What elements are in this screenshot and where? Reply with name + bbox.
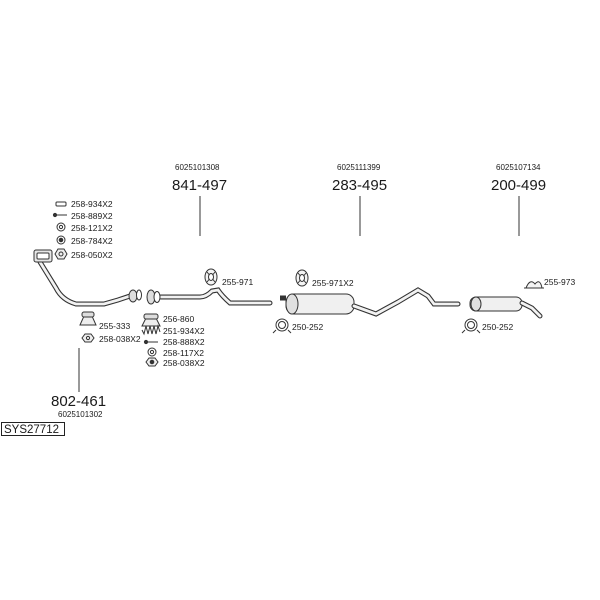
center-muffler-283-495 bbox=[280, 287, 461, 317]
part-label: 258-038X2 bbox=[99, 334, 141, 344]
part-label: 258-050X2 bbox=[71, 250, 113, 260]
downpipe-802-461 bbox=[33, 249, 142, 307]
rear-hanger-icon bbox=[524, 281, 544, 289]
oem-number: 6025111399 bbox=[337, 163, 381, 172]
clamp-icon bbox=[272, 318, 292, 334]
screw-icon bbox=[52, 212, 67, 218]
part-label: 251-934X2 bbox=[163, 326, 205, 336]
part-label: 250-252 bbox=[482, 322, 514, 332]
assembly-part-number: 200-499 bbox=[491, 177, 547, 194]
part-label: 258-117X2 bbox=[163, 348, 204, 358]
clamp-ring-icon bbox=[141, 313, 161, 327]
part-label: 258-784X2 bbox=[71, 236, 113, 246]
part-label: 255-971X2 bbox=[312, 278, 354, 288]
part-label: 255-971 bbox=[222, 277, 254, 287]
oem-number: 6025107134 bbox=[496, 163, 541, 172]
rear-muffler-200-499 bbox=[469, 296, 543, 319]
nut-icon bbox=[145, 357, 159, 367]
hanger-icon bbox=[295, 269, 309, 287]
front-hardware-icons bbox=[52, 201, 68, 260]
hanger-icon bbox=[204, 268, 218, 286]
part-label: 258-121X2 bbox=[71, 223, 113, 233]
system-code-box: SYS27712 bbox=[1, 422, 65, 436]
part-label: 255-333 bbox=[99, 321, 131, 331]
nut-icon bbox=[56, 235, 66, 245]
part-label: 256-860 bbox=[163, 314, 195, 324]
part-label: 250-252 bbox=[292, 322, 324, 332]
oem-number: 6025101308 bbox=[175, 163, 220, 172]
part-label: 258-888X2 bbox=[163, 337, 205, 347]
washer-icon bbox=[147, 347, 157, 357]
part-label: 258-038X2 bbox=[163, 358, 205, 368]
downpipe-mount-icons bbox=[79, 311, 97, 343]
assembly-part-number: 802-461 bbox=[51, 393, 107, 410]
spring-icon bbox=[141, 324, 161, 336]
gasket-icon bbox=[54, 248, 68, 260]
joint-hardware-icons bbox=[141, 313, 161, 367]
rubber-mount-icon bbox=[79, 311, 97, 326]
part-label: 258-889X2 bbox=[71, 211, 113, 221]
assembly-part-number: 841-497 bbox=[172, 177, 228, 194]
front-pipe-841-497 bbox=[146, 287, 273, 306]
assembly-part-number: 283-495 bbox=[332, 177, 388, 194]
flange-nut-icon bbox=[81, 333, 95, 343]
oem-number: 6025101302 bbox=[58, 410, 103, 419]
bolt-icon bbox=[55, 201, 67, 207]
washer-icon bbox=[56, 222, 66, 232]
screw-icon bbox=[143, 339, 158, 345]
part-label: 258-934X2 bbox=[71, 199, 113, 209]
clamp-icon bbox=[461, 318, 481, 334]
part-label: 255-973 bbox=[544, 277, 576, 287]
